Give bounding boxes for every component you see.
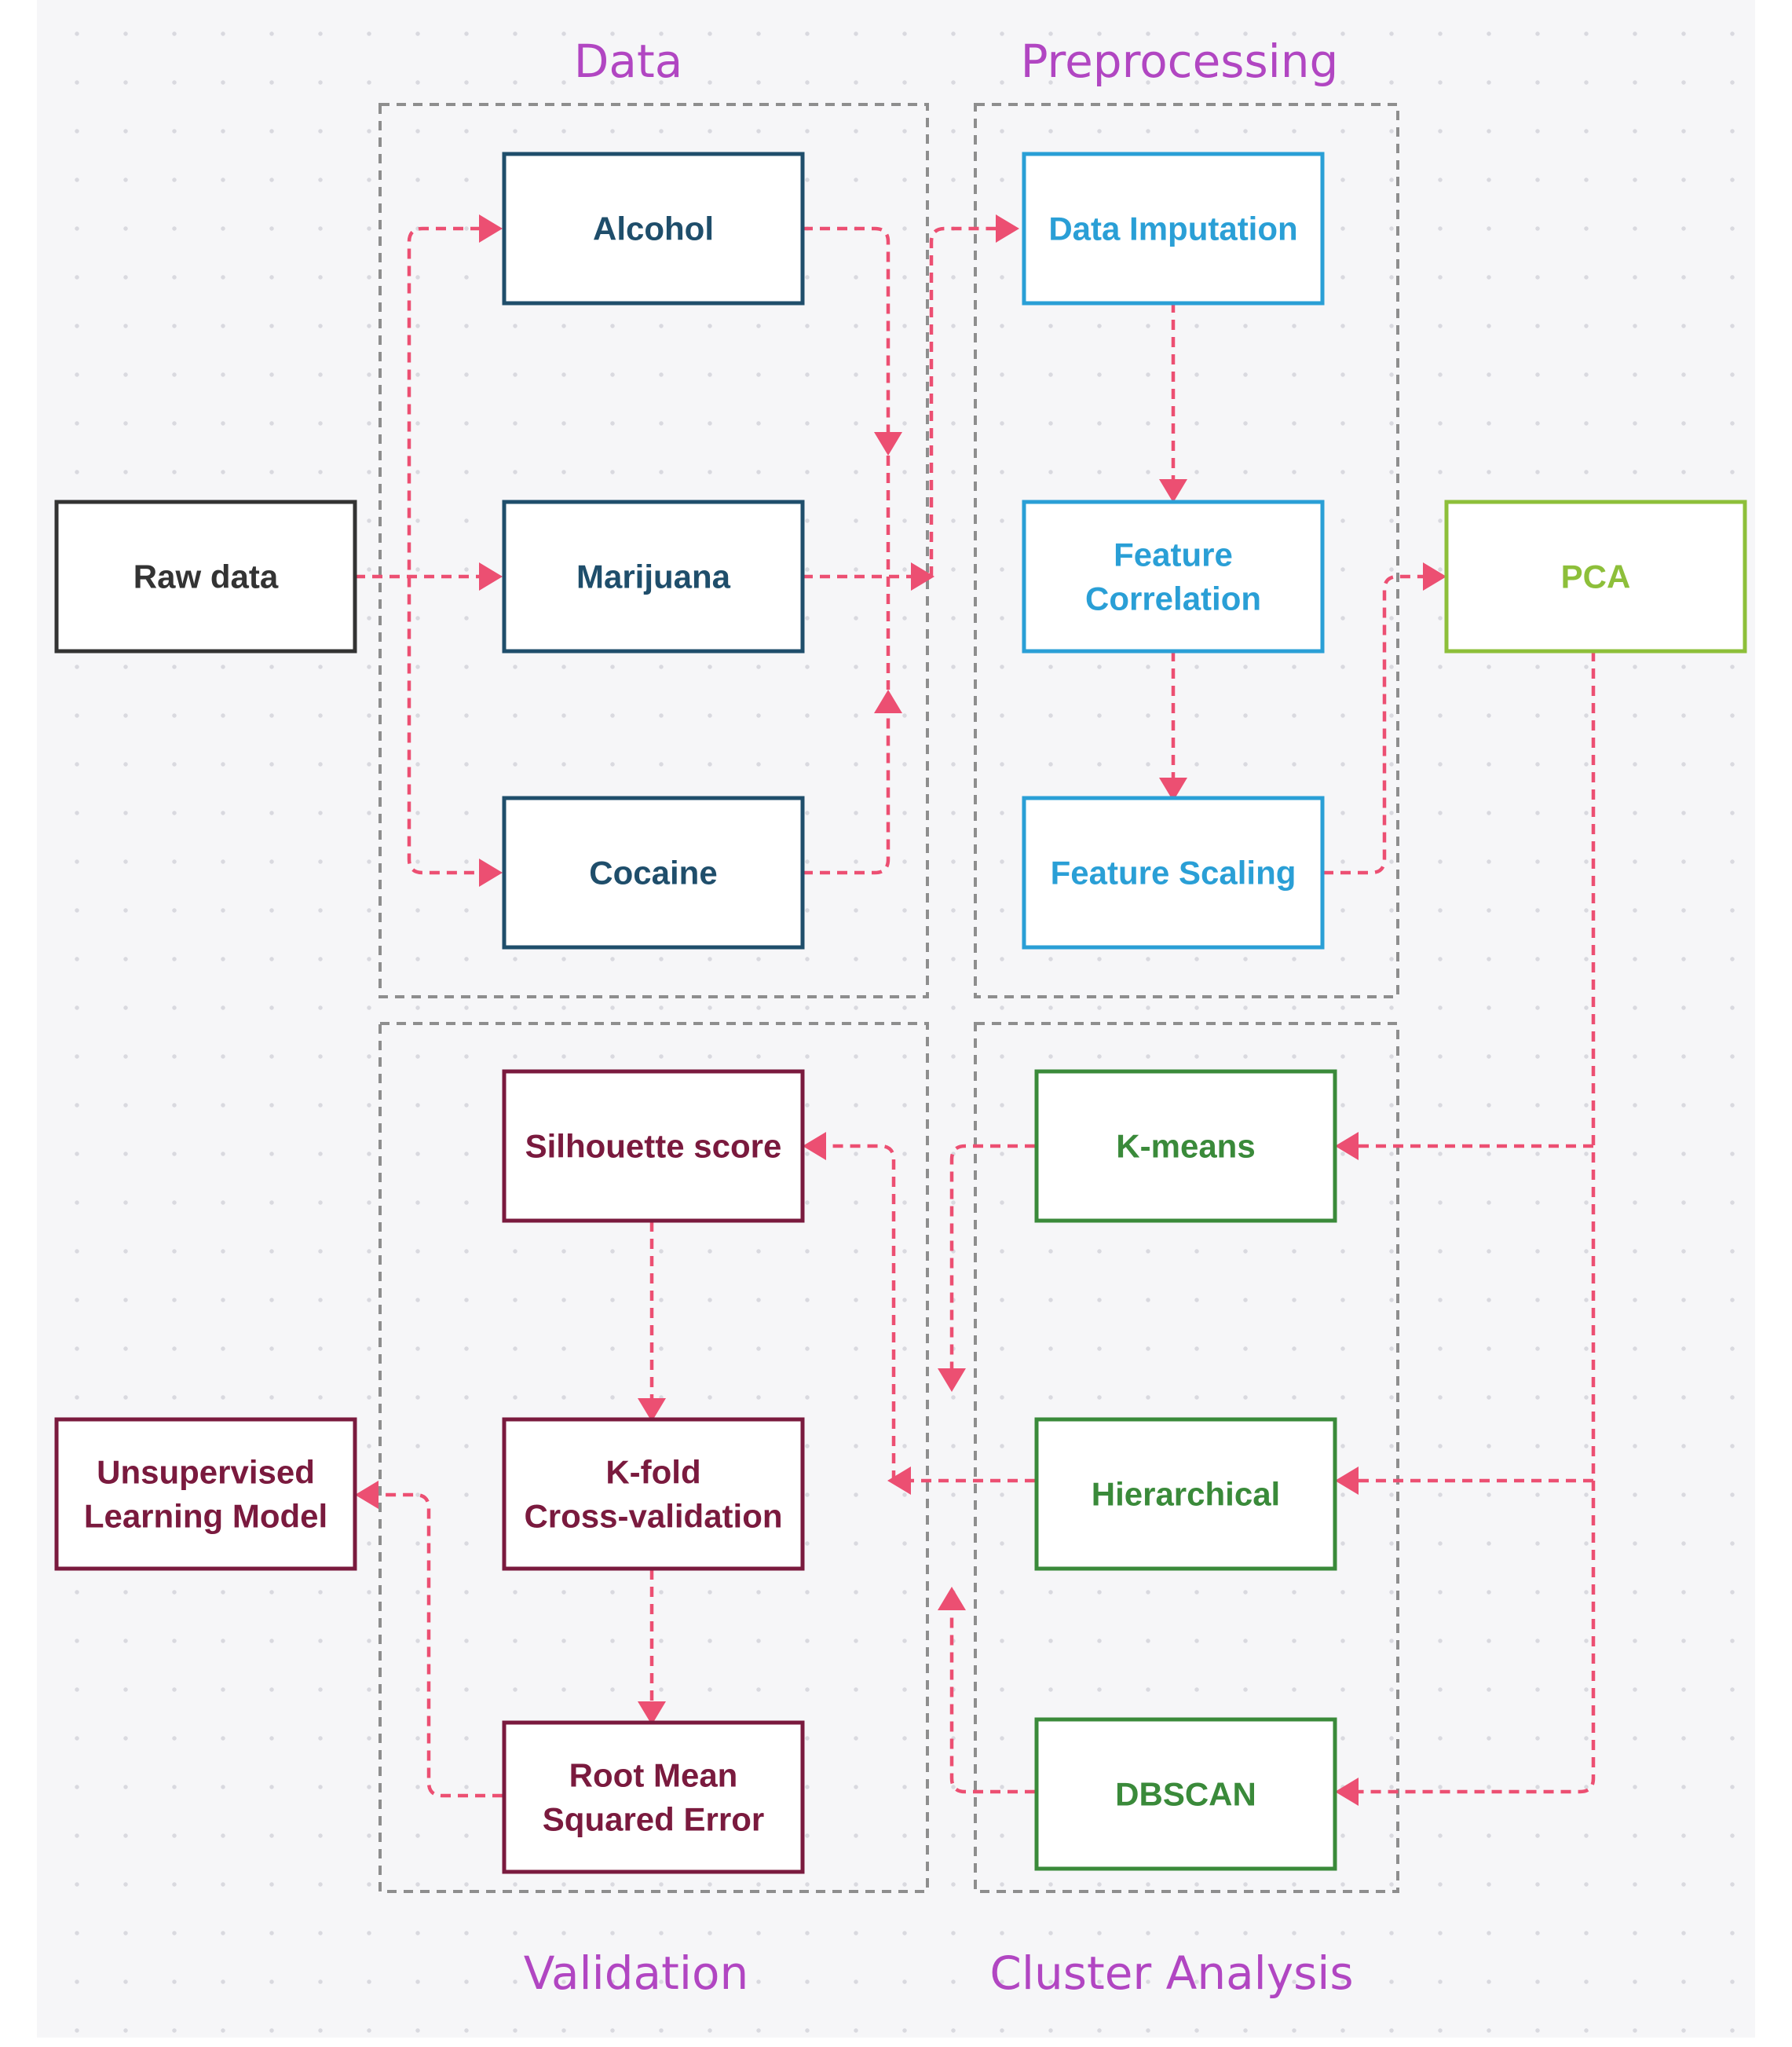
node-box (1034, 1717, 1337, 1871)
node-label: Root Mean (569, 1757, 738, 1794)
node-box (502, 1720, 805, 1874)
arrowhead (479, 562, 503, 591)
arrowhead (938, 1587, 966, 1610)
group-preprocessing (974, 103, 1399, 998)
cocaine-node: Cocaine (502, 796, 805, 950)
raw-data-node: Raw data (54, 500, 357, 654)
node-label: Alcohol (593, 211, 714, 247)
connector-rmse-to-model (379, 1492, 503, 1798)
arrowhead (1335, 1467, 1359, 1495)
feature-scaling-node: Feature Scaling (1022, 796, 1325, 950)
arrowhead (874, 432, 902, 456)
arrowhead (638, 1398, 666, 1422)
arrowhead (887, 1467, 911, 1495)
group-data (379, 103, 929, 998)
section-title-validation: Validation (524, 1946, 748, 2000)
node-label: Unsupervised (97, 1454, 315, 1491)
node-box (1034, 1069, 1337, 1223)
data-imputation-node: Data Imputation (1022, 152, 1325, 306)
node-box (1034, 1417, 1337, 1571)
node-box (1444, 500, 1747, 654)
connector-raw-branch (407, 226, 481, 875)
connector-cocaine-merge (803, 715, 891, 875)
dot-grid-background (37, 0, 1755, 2038)
node-box (1022, 152, 1325, 306)
arrowhead (1423, 562, 1446, 591)
marijuana-node: Marijuana (502, 500, 805, 654)
node-label: K-means (1116, 1128, 1255, 1165)
silhouette-score-node: Silhouette score (502, 1069, 805, 1223)
arrowhead (1159, 479, 1187, 503)
arrowhead (355, 1481, 379, 1509)
node-box (502, 500, 805, 654)
connector-to-silhouette (826, 1144, 896, 1481)
node-label: Feature Scaling (1051, 855, 1296, 892)
node-label: DBSCAN (1115, 1776, 1256, 1813)
node-label: Learning Model (84, 1498, 327, 1535)
node-label: Correlation (1085, 580, 1261, 617)
node-box (54, 1417, 357, 1571)
connector-to-imputation (929, 226, 996, 577)
dbscan-node: DBSCAN (1034, 1717, 1337, 1871)
arrowhead (874, 690, 902, 713)
node-box (1022, 796, 1325, 950)
arrowhead (638, 1701, 666, 1725)
connector-scaling-to-pca (1323, 574, 1423, 875)
arrowhead (1159, 778, 1187, 801)
connector-kmeans-down (949, 1144, 1035, 1368)
node-box (54, 500, 357, 654)
node-box (1022, 500, 1325, 654)
arrowhead (803, 1132, 826, 1160)
arrowhead (1335, 1132, 1359, 1160)
node-label: Raw data (133, 558, 279, 595)
node-box (502, 1417, 805, 1571)
node-label: Cocaine (589, 855, 717, 892)
arrowhead (479, 214, 503, 243)
node-box (502, 152, 805, 306)
node-label: Marijuana (576, 558, 731, 595)
node-label: Hierarchical (1092, 1476, 1280, 1513)
kmeans-node: K-means (1034, 1069, 1337, 1223)
node-label: Squared Error (543, 1801, 764, 1838)
node-box (502, 796, 805, 950)
connector-dbscan-up (949, 1612, 1035, 1794)
section-title-preprocessing: Preprocessing (1021, 35, 1339, 88)
node-label: Silhouette score (525, 1128, 782, 1165)
arrowhead (938, 1368, 966, 1392)
group-validation (379, 1022, 929, 1893)
node-label: Data Imputation (1048, 211, 1297, 247)
hierarchical-node: Hierarchical (1034, 1417, 1337, 1571)
section-title-data: Data (574, 35, 683, 88)
connector-pca-trunk (1359, 651, 1596, 1794)
node-label: Cross-validation (524, 1498, 782, 1535)
connector-alcohol-merge (803, 226, 891, 432)
arrowhead (479, 859, 503, 887)
node-box (502, 1069, 805, 1223)
node-label: K-fold (605, 1454, 700, 1491)
arrowhead (911, 562, 934, 591)
arrowhead (996, 214, 1019, 243)
arrowhead (1335, 1778, 1359, 1806)
connectors (355, 214, 1596, 1806)
pca-node: PCA (1444, 500, 1747, 654)
group-cluster-analysis (974, 1022, 1399, 1893)
section-title-cluster-analysis: Cluster Analysis (989, 1946, 1353, 2000)
node-label: Feature (1114, 536, 1233, 573)
node-label: PCA (1561, 558, 1631, 595)
alcohol-node: Alcohol (502, 152, 805, 306)
